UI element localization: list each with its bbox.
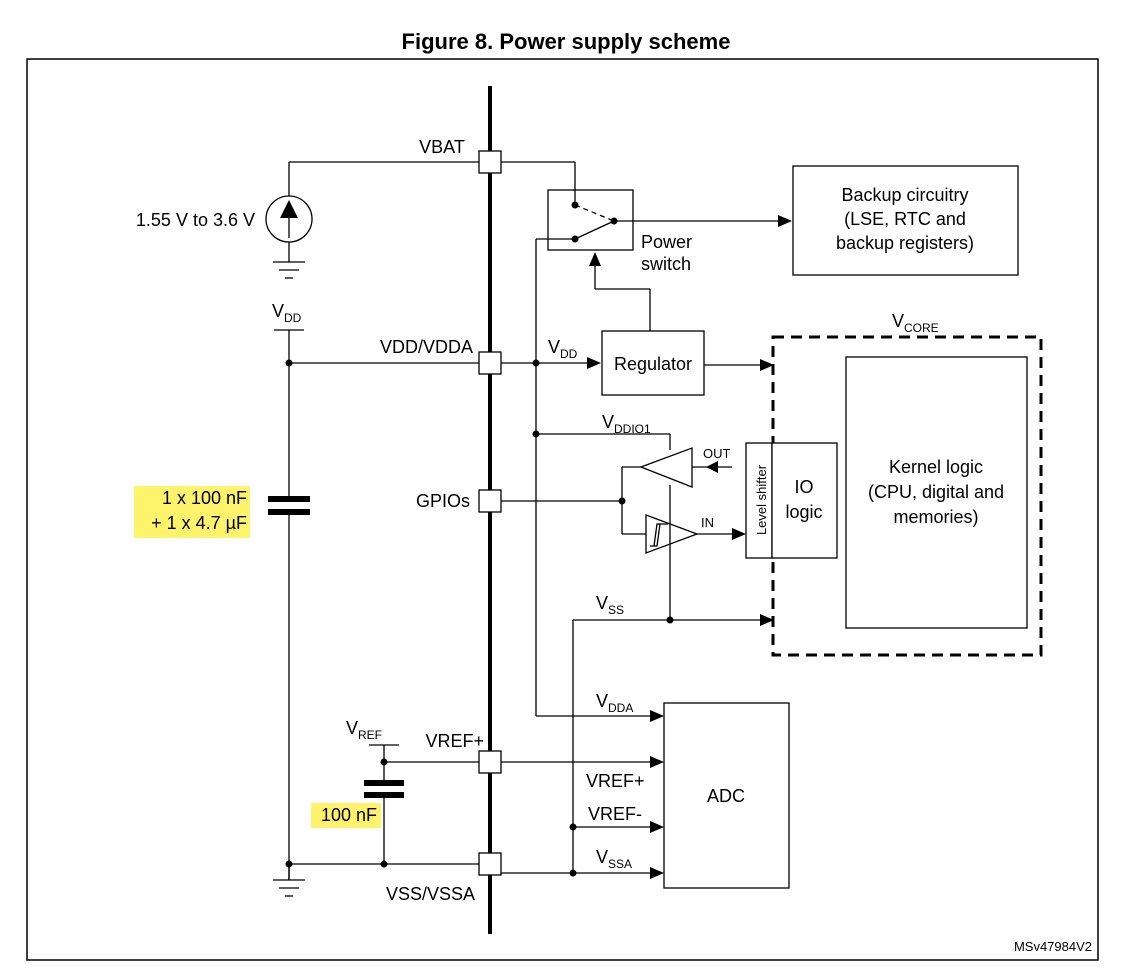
vbat-pin-label: VBAT — [419, 137, 465, 157]
io-logic-box — [771, 442, 838, 559]
cap2-value: 100 nF — [321, 805, 377, 825]
io-logic-label-1: IO — [794, 477, 813, 497]
backup-label-3: backup registers) — [836, 233, 974, 253]
backup-circuitry-box — [792, 165, 1019, 276]
cap1-value-line2: + 1 x 4.7 µF — [151, 513, 247, 533]
kernel-label-3: memories) — [893, 507, 978, 527]
level-shifter-label: Level shifter — [754, 464, 769, 535]
vref-terminal-label: VREF — [346, 718, 382, 742]
vss-vssa-pin-label: VSS/VSSA — [386, 884, 475, 904]
out-label: OUT — [703, 446, 731, 461]
cap1-value-line1: 1 x 100 nF — [162, 488, 247, 508]
vcore-label: VCORE — [892, 311, 939, 335]
vss-net-label: VSS — [596, 593, 624, 617]
arrow-to-backup-icon — [778, 215, 792, 227]
vdd-vdda-pad — [478, 351, 502, 375]
gpios-pad — [478, 489, 502, 513]
vdd-net-label: VDD — [548, 337, 578, 361]
vbat-pad — [478, 150, 502, 174]
io-logic-label-2: logic — [785, 502, 822, 522]
gpios-pin-label: GPIOs — [416, 491, 470, 511]
arrow-to-switch-icon — [589, 252, 601, 266]
schmitt-trigger-icon — [650, 523, 668, 547]
vddio1-net-label: VDDIO1 — [602, 412, 651, 436]
vref-plus-pin-label: VREF+ — [425, 731, 484, 751]
power-switch-box — [547, 189, 634, 251]
backup-label-1: Backup circuitry — [841, 185, 968, 205]
vdd-terminal — [274, 329, 304, 363]
input-buffer — [645, 514, 699, 554]
in-label: IN — [701, 515, 714, 530]
regulator-label: Regulator — [614, 354, 692, 374]
vdd-vdda-pin-label: VDD/VDDA — [380, 337, 473, 357]
figure-frame — [26, 58, 1099, 961]
power-switch-label-2: switch — [641, 254, 691, 274]
figure-title: Figure 8. Power supply scheme — [402, 29, 731, 54]
vref-plus-net-label: VREF+ — [586, 771, 645, 791]
kernel-label-1: Kernel logic — [889, 457, 983, 477]
output-buffer — [639, 447, 693, 488]
battery-arrow-icon — [280, 200, 298, 218]
figure-ref-id: MSv47984V2 — [1014, 939, 1092, 954]
ground-icon-vss — [273, 879, 305, 897]
adc-label: ADC — [707, 786, 745, 806]
backup-label-2: (LSE, RTC and — [844, 209, 966, 229]
regulator-box — [601, 330, 705, 396]
switch-contact — [574, 220, 615, 240]
ground-icon-battery — [273, 261, 305, 279]
battery-range-label: 1.55 V to 3.6 V — [136, 210, 255, 230]
vref-minus-net-label: VREF- — [588, 804, 642, 824]
arrow-to-vcore-icon — [760, 359, 774, 371]
adc-box — [663, 702, 790, 889]
vdda-net-label: VDDA — [596, 691, 633, 715]
vdd-terminal-label: VDD — [272, 301, 302, 325]
cap1-highlight — [134, 486, 250, 538]
vssa-net-label: VSSA — [596, 847, 632, 871]
kernel-label-2: (CPU, digital and — [868, 482, 1004, 502]
cap2-highlight — [311, 803, 381, 828]
vss-vssa-pad — [478, 852, 502, 876]
vref-plus-pad — [478, 750, 502, 774]
power-switch-label-1: Power — [641, 232, 692, 252]
switch-contact-dashed — [574, 204, 615, 222]
kernel-logic-box — [845, 356, 1028, 629]
level-shifter-box — [745, 442, 773, 559]
